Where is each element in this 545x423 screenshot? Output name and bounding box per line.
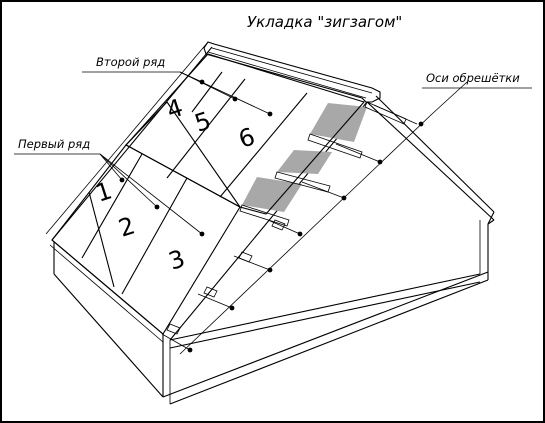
second-row-label: Второй ряд (96, 55, 165, 69)
exposed-batten (242, 177, 302, 212)
sheet-number-6: 6 (235, 122, 258, 153)
diagram-title: Укладка "зигзагом" (247, 13, 402, 31)
first-row-label: Первый ряд (18, 137, 90, 151)
sheet-number-1: 1 (92, 176, 115, 207)
exposed-batten (310, 103, 367, 142)
house-walls (53, 95, 495, 405)
batten-axes-label: Оси обрешётки (426, 71, 520, 85)
sheet-number-2: 2 (115, 211, 138, 242)
exposed-batten (277, 150, 332, 174)
sheet-number-4: 4 (163, 93, 186, 124)
exposed-battens (242, 103, 367, 212)
ridge-cap (203, 41, 381, 103)
second-row-sheets (125, 53, 365, 215)
sheet-number-3: 3 (165, 244, 188, 275)
batten-axes-line (161, 81, 532, 355)
roof-slope (45, 41, 213, 343)
first-row-sheets (51, 144, 241, 335)
leader-lines (14, 71, 271, 235)
batten-tabs (166, 219, 286, 335)
sheet-numbers: 1 2 3 4 5 6 (92, 93, 258, 275)
